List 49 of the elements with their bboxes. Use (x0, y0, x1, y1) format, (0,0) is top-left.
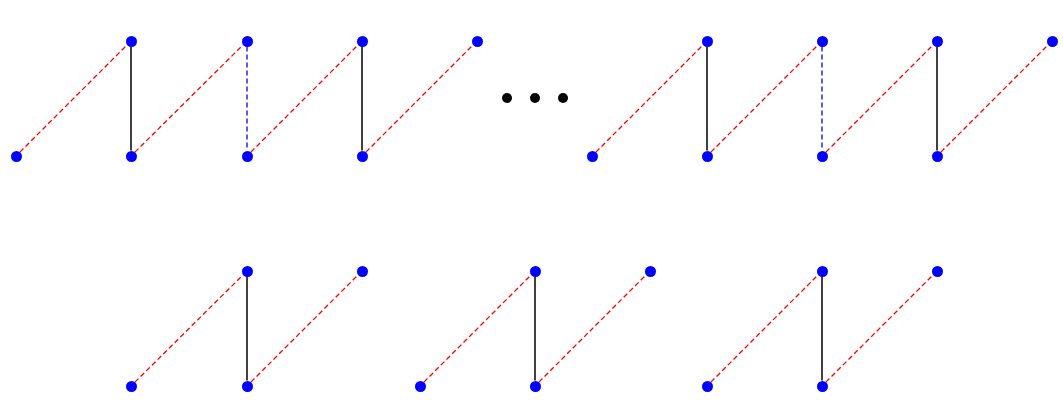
vertex-dot (931, 265, 943, 277)
dashed-line (250, 44, 359, 153)
vertex-dot (586, 150, 598, 162)
line (706, 45, 708, 152)
vertex-dot (241, 380, 253, 392)
dashed-line (250, 274, 359, 383)
vertex-dot (356, 265, 368, 277)
dashed-line (134, 274, 244, 383)
dashed-line (710, 44, 819, 153)
vertex-dot (125, 150, 137, 162)
vertex-dot (529, 380, 541, 392)
vertex-dot (701, 35, 713, 47)
line (534, 275, 536, 382)
line (130, 45, 132, 152)
dashed-line (710, 274, 819, 383)
vertex-dot (356, 150, 368, 162)
line (246, 275, 248, 382)
vertex-dot (529, 265, 541, 277)
vertex-dot (241, 265, 253, 277)
dashed-line (538, 274, 647, 383)
dashed-line (365, 44, 474, 153)
vertex-dot (931, 150, 943, 162)
vertex-dot (701, 150, 713, 162)
vertex-dot (414, 380, 426, 392)
vertex-dot (816, 265, 828, 277)
dashed-line (595, 44, 704, 153)
vertex-dot (816, 380, 828, 392)
vertex-dot (701, 380, 713, 392)
dashed-line (423, 274, 532, 383)
line (361, 45, 363, 152)
vertex-dot (241, 150, 253, 162)
vertex-dot (125, 35, 137, 47)
vertex-dot (931, 35, 943, 47)
line (821, 275, 823, 382)
dashed-line (825, 44, 934, 153)
dashed-line (940, 44, 1049, 153)
dashed-line (825, 274, 934, 383)
vertex-dot (125, 380, 137, 392)
vertex-dot (816, 150, 828, 162)
dashed-line (134, 44, 244, 153)
dashed-line (19, 44, 128, 153)
vertex-dot (1046, 35, 1058, 47)
vertex-dot (356, 35, 368, 47)
vertex-dot (816, 35, 828, 47)
vertex-dot (471, 35, 483, 47)
vertex-dot (241, 35, 253, 47)
vertex-dot (10, 150, 22, 162)
line (936, 45, 938, 152)
vertex-dot (644, 265, 656, 277)
